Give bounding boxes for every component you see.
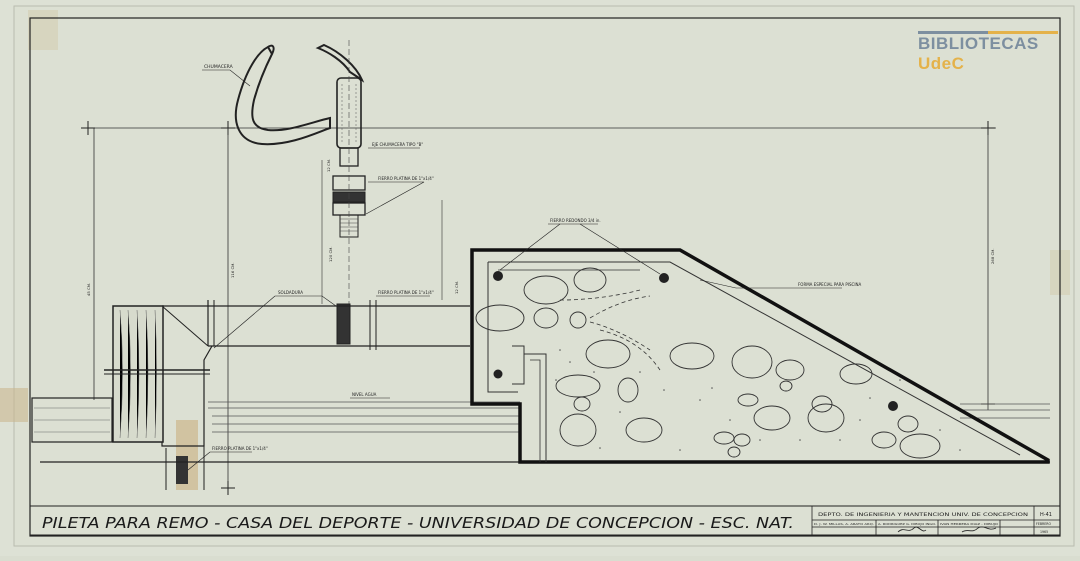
label-fierro-platina-mid: FIERRO PLATINA DE 1"x1/4"	[378, 290, 434, 295]
dimension-d3: 12 CM.	[454, 281, 459, 294]
label-fierro-platina-bottom: FIERRO PLATINA DE 1"x1/4"	[212, 446, 268, 451]
label-nivel-agua: NIVEL AGUA	[352, 392, 377, 397]
title-block-row1: D. J. W. MILLAS, A. ARATO ARQ.	[814, 522, 874, 526]
label-forma-especial: FORMA ESPECIAL PARA PISCINA	[798, 282, 862, 287]
title-block-dept: DEPTO. DE INGENIERIA Y MANTENCION UNIV. …	[818, 512, 1028, 517]
title-block-row5: 1965	[1040, 530, 1048, 534]
dimension-d6: 268 CM.	[990, 248, 995, 264]
label-soldadura: SOLDADURA	[278, 290, 303, 295]
title-block-row2: A. RODRIGUEZ G. DIBUJO INGO.	[878, 522, 936, 526]
label-fierro-platina-top: FIERRO PLATINA DE 1"x1/4"	[378, 176, 434, 181]
dimension-d5: 45 CM.	[86, 283, 91, 296]
watermark-bar-2	[918, 31, 988, 34]
watermark-main: BIBLIOTECAS	[918, 34, 1039, 53]
drawing-border	[29, 17, 1061, 537]
signature-2	[961, 526, 997, 533]
label-eje-chumacera: EJE CHUMACERA TIPO "B"	[372, 142, 423, 147]
title-block-sheet: H-41	[1040, 512, 1052, 518]
watermark-bar	[918, 31, 1058, 34]
title-block-row4: FEBRERO	[1036, 522, 1051, 526]
dimension-d4: 116 CM.	[230, 262, 235, 278]
pool-edge-form	[470, 248, 1050, 464]
bibliotecas-udec-logo: BIBLIOTECAS UdeC	[918, 34, 1080, 73]
signature-1	[897, 526, 927, 533]
dimension-d2: 120 CM.	[328, 246, 333, 262]
title-block-row3: IVAN HERRERA DIAZ - DIBUJO	[940, 522, 999, 526]
watermark-accent: UdeC	[918, 54, 965, 73]
label-fierro-redondo: FIERRO REDONDO 3/4 in.	[550, 218, 601, 223]
dimension-d1: 12 CM.	[326, 159, 331, 172]
title-block	[811, 506, 1060, 535]
label-chumacera: CHUMACERA	[204, 64, 234, 70]
drawing-title: PILETA PARA REMO - CASA DEL DEPORTE - UN…	[42, 514, 794, 532]
